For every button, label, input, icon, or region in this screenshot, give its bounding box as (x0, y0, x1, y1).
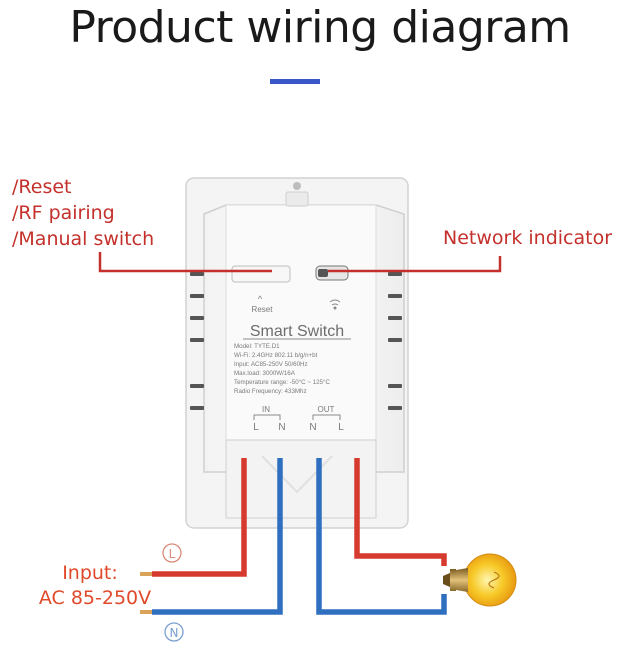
terminal-label: N (309, 422, 316, 433)
out-terminal-label: OUT N L (309, 405, 344, 433)
terminal-label: L (253, 422, 259, 433)
in-terminal-label: IN L N (253, 405, 285, 433)
reset-button[interactable] (231, 265, 291, 283)
vent-slots-right (388, 272, 402, 410)
neutral-marker: N (164, 622, 184, 642)
reset-callout-line (98, 252, 272, 273)
spec-line: Temperature range: -50°C ~ 125°C (234, 379, 330, 386)
terminal-block (225, 439, 377, 519)
svg-text:IN: IN (262, 405, 270, 414)
spec-line: Input: AC85-250V 50/60Hz (234, 361, 308, 368)
reset-caret-icon: ^ (258, 294, 263, 304)
led-window (318, 269, 328, 277)
title-underline (270, 79, 320, 84)
vent-slots-left (190, 272, 204, 410)
output-live-wire (354, 458, 447, 566)
spec-list: Model: TYTE.D1 Wi-Fi: 2.4GHz 802.11 b/g/… (234, 343, 330, 395)
callout-rf-pairing: /RF pairing (12, 202, 115, 224)
spec-line: Wi-Fi: 2.4GHz 802.11 b/g/n+bt (234, 352, 318, 359)
live-wire-tip (140, 572, 152, 576)
spec-line: Max.load: 3000W/16A (234, 370, 296, 377)
reset-label: Reset (252, 305, 274, 314)
page-title: Product wiring diagram (69, 2, 571, 53)
output-neutral-wire (316, 458, 447, 615)
spec-line: Model: TYTE.D1 (234, 343, 280, 350)
terminal-label: N (278, 422, 285, 433)
input-live-wire (152, 458, 247, 577)
wifi-icon (329, 299, 341, 310)
svg-text:L: L (169, 547, 176, 561)
live-marker: L (162, 543, 182, 563)
terminal-label: L (338, 422, 344, 433)
spec-line: Radio Frequency: 433Mhz (234, 388, 307, 395)
neutral-wire-tip (140, 610, 152, 614)
svg-text:N: N (170, 626, 179, 640)
input-voltage: AC 85-250V (38, 587, 152, 609)
device-name: Smart Switch (250, 323, 344, 340)
callout-reset: /Reset (12, 176, 72, 198)
callout-manual-switch: /Manual switch (12, 228, 155, 250)
input-label: Input: (62, 562, 118, 584)
callout-network-indicator: Network indicator (443, 227, 613, 249)
input-neutral-wire (152, 458, 283, 615)
svg-text:OUT: OUT (318, 405, 335, 414)
network-callout-line (328, 256, 502, 273)
light-bulb-icon (443, 553, 517, 607)
